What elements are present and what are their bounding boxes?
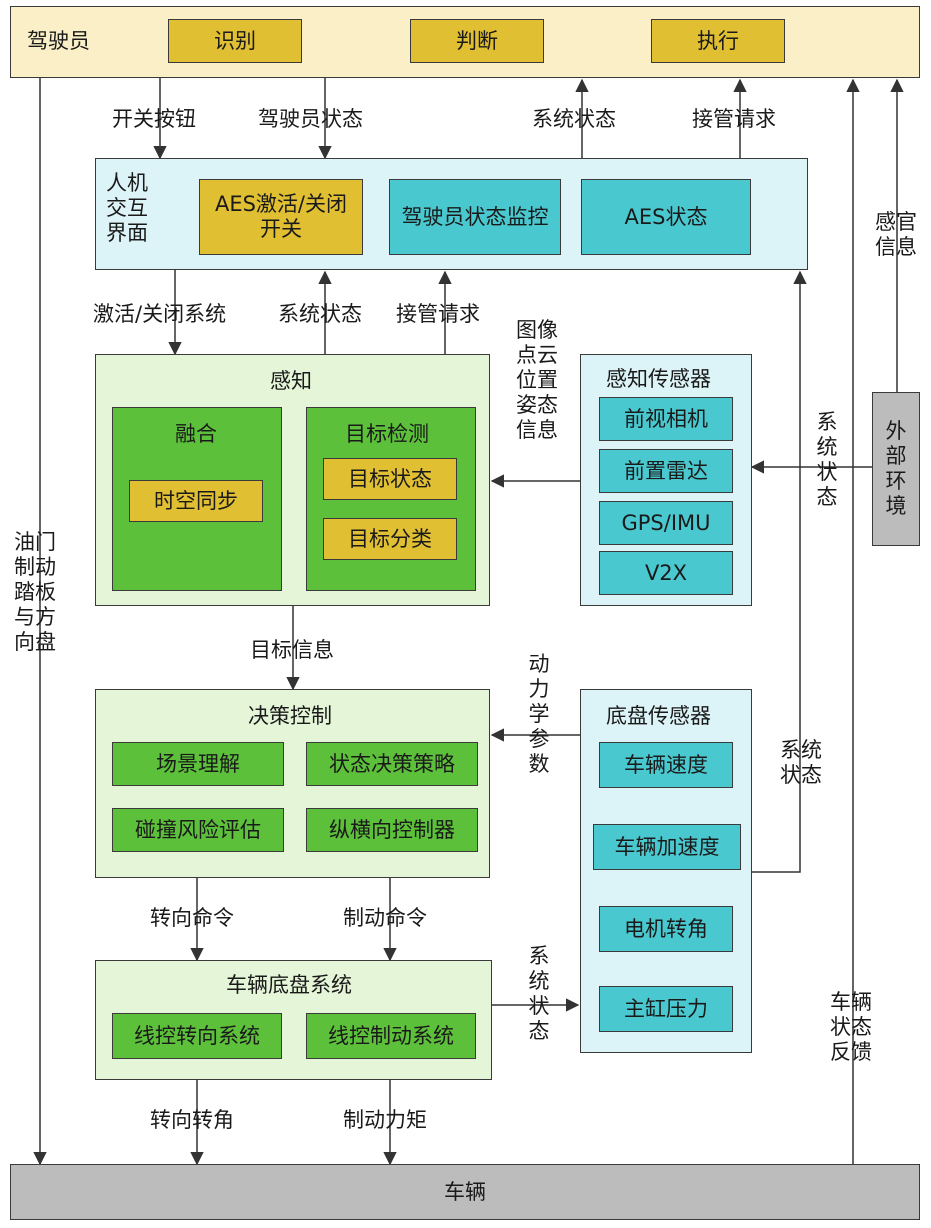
perception-sensors-panel: 感知传感器 前视相机 前置雷达 GPS/IMU V2X — [580, 354, 752, 606]
scene-understanding-box: 场景理解 — [112, 742, 284, 786]
aes-status-label: AES状态 — [624, 204, 708, 229]
sync-box: 时空同步 — [129, 480, 263, 522]
label-driver-state: 驾驶员状态 — [258, 107, 363, 131]
label-brake-cmd: 制动命令 — [343, 906, 427, 930]
steer-by-wire-label: 线控转向系统 — [134, 1023, 260, 1048]
label-takeover-top: 接管请求 — [692, 107, 776, 131]
label-activate-system: 激活/关闭系统 — [93, 302, 227, 326]
execute-box: 执行 — [651, 19, 785, 63]
label-system-state-top: 系统状态 — [532, 107, 616, 131]
driver-bar: 驾驶员 识别 判断 执行 — [10, 6, 920, 78]
motor-angle-label: 电机转角 — [624, 916, 708, 941]
gps-imu-label: GPS/IMU — [621, 510, 711, 535]
detection-title: 目标检测 — [345, 422, 429, 446]
vehicle-accel-box: 车辆加速度 — [593, 824, 741, 870]
aes-status-box: AES状态 — [581, 179, 751, 255]
chassis-sensors-title: 底盘传感器 — [606, 704, 711, 728]
execute-label: 执行 — [697, 28, 739, 53]
front-radar-label: 前置雷达 — [624, 458, 708, 483]
state-decision-label: 状态决策策略 — [329, 751, 455, 776]
perception-panel: 感知 融合 时空同步 目标检测 目标状态 目标分类 — [95, 354, 490, 606]
motor-angle-box: 电机转角 — [599, 906, 733, 952]
label-image-pointcloud: 图像点云位置姿态信息 — [516, 318, 558, 442]
target-classify-box: 目标分类 — [323, 518, 457, 560]
chassis-title: 车辆底盘系统 — [226, 973, 352, 997]
master-cylinder-box: 主缸压力 — [599, 986, 733, 1032]
label-switch-button: 开关按钮 — [112, 107, 196, 131]
sync-label: 时空同步 — [154, 488, 238, 513]
driver-monitor-label: 驾驶员状态监控 — [401, 204, 549, 229]
front-camera-box: 前视相机 — [599, 397, 733, 441]
controller-label: 纵横向控制器 — [329, 817, 455, 842]
vehicle-bar: 车辆 — [10, 1164, 920, 1220]
gps-imu-box: GPS/IMU — [599, 501, 733, 545]
external-env-box: 外部环境 — [872, 392, 920, 546]
label-steer-angle: 转向转角 — [150, 1108, 234, 1132]
label-takeover-mid: 接管请求 — [396, 302, 480, 326]
aes-switch-box: AES激活/关闭开关 — [199, 179, 363, 255]
target-state-box: 目标状态 — [323, 458, 457, 500]
label-system-state-chassis: 系统状态 — [528, 944, 550, 1043]
hmi-title: 人机交互界面 — [106, 171, 148, 245]
fusion-title: 融合 — [175, 422, 217, 446]
collision-risk-box: 碰撞风险评估 — [112, 808, 284, 852]
recognize-box: 识别 — [168, 19, 302, 63]
judge-label: 判断 — [456, 28, 498, 53]
label-target-info: 目标信息 — [250, 638, 334, 662]
vehicle-accel-label: 车辆加速度 — [614, 834, 720, 859]
state-decision-box: 状态决策策略 — [306, 742, 478, 786]
perception-title: 感知 — [270, 369, 312, 393]
label-pedal-wheel: 油门制动踏板与方向盘 — [14, 530, 56, 654]
arrow-system-state-right — [752, 270, 807, 873]
label-system-state-right1: 系统状态 — [816, 410, 838, 509]
label-system-state-right2: 系统状态 — [780, 738, 822, 787]
master-cylinder-label: 主缸压力 — [624, 996, 708, 1021]
vehicle-label: 车辆 — [444, 1179, 486, 1204]
target-classify-label: 目标分类 — [348, 526, 432, 551]
detection-box: 目标检测 目标状态 目标分类 — [306, 407, 476, 591]
v2x-box: V2X — [599, 551, 733, 595]
v2x-label: V2X — [644, 560, 688, 585]
vehicle-speed-box: 车辆速度 — [599, 742, 733, 788]
brake-by-wire-label: 线控制动系统 — [328, 1023, 454, 1048]
label-vehicle-feedback: 车辆状态反馈 — [830, 990, 872, 1064]
aes-switch-label: AES激活/关闭开关 — [214, 192, 348, 241]
driver-monitor-box: 驾驶员状态监控 — [389, 179, 561, 255]
fusion-box: 融合 时空同步 — [112, 407, 282, 591]
chassis-panel: 车辆底盘系统 线控转向系统 线控制动系统 — [95, 960, 492, 1080]
label-sensory-info: 感官信息 — [875, 210, 917, 259]
hmi-panel: 人机交互界面 AES激活/关闭开关 驾驶员状态监控 AES状态 — [95, 158, 808, 270]
chassis-sensors-panel: 底盘传感器 车辆速度 车辆加速度 电机转角 主缸压力 — [580, 689, 752, 1053]
label-dynamics-params: 动力学参数 — [528, 652, 550, 776]
perception-sensors-title: 感知传感器 — [606, 367, 711, 391]
vehicle-speed-label: 车辆速度 — [624, 752, 708, 777]
front-radar-box: 前置雷达 — [599, 449, 733, 493]
brake-by-wire-box: 线控制动系统 — [306, 1013, 476, 1059]
label-steer-cmd: 转向命令 — [150, 906, 234, 930]
driver-title: 驾驶员 — [27, 29, 90, 53]
controller-box: 纵横向控制器 — [306, 808, 478, 852]
external-env-label: 外部环境 — [885, 419, 907, 518]
label-system-state-mid: 系统状态 — [278, 302, 362, 326]
judge-box: 判断 — [410, 19, 544, 63]
front-camera-label: 前视相机 — [624, 406, 708, 431]
collision-risk-label: 碰撞风险评估 — [135, 817, 261, 842]
decision-panel: 决策控制 场景理解 状态决策策略 碰撞风险评估 纵横向控制器 — [95, 689, 490, 878]
scene-understanding-label: 场景理解 — [156, 751, 240, 776]
label-brake-torque: 制动力矩 — [343, 1108, 427, 1132]
decision-title: 决策控制 — [248, 704, 332, 728]
target-state-label: 目标状态 — [348, 466, 432, 491]
steer-by-wire-box: 线控转向系统 — [112, 1013, 282, 1059]
recognize-label: 识别 — [214, 28, 256, 53]
